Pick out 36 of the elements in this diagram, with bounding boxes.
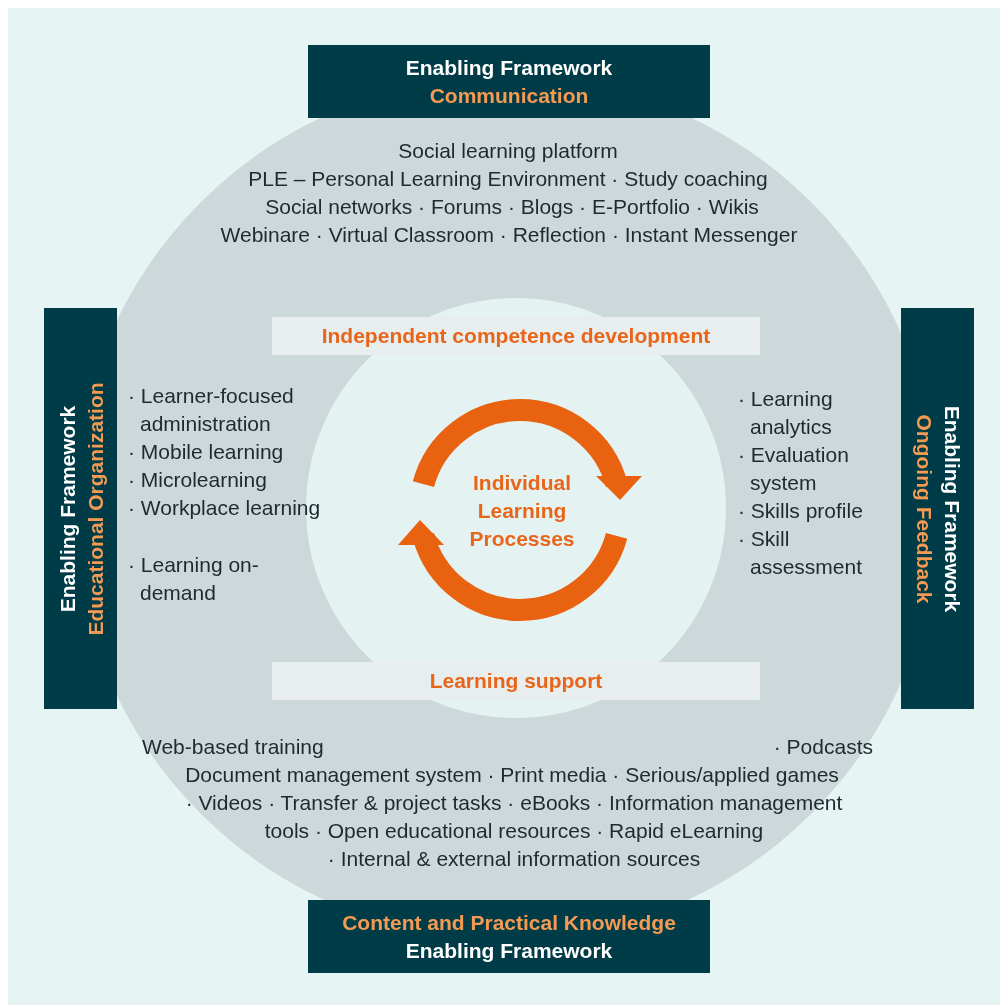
- text-line: · Internal & external information sources: [327, 846, 701, 872]
- box-subheading: Communication: [429, 82, 589, 109]
- text-line: · Videos · Transfer & project tasks · eBooks · Information management: [185, 790, 843, 816]
- heading-bar: [272, 317, 760, 355]
- box-subheading: Content and Practical Knowledge: [342, 909, 676, 936]
- box-heading: Enabling Framework: [53, 405, 80, 612]
- text-line: Social learning platform: [398, 138, 618, 164]
- framework-box: [901, 308, 974, 709]
- text-line: tools · Open educational resources · Rapid eLearning: [264, 818, 764, 844]
- heading-bar: [272, 662, 760, 700]
- text-line: · Podcasts: [773, 734, 873, 760]
- box-heading: Enabling Framework: [405, 937, 613, 964]
- text-line: Document management system · Print media · Serious/applied games: [185, 762, 839, 788]
- box-heading: Enabling Framework: [939, 405, 965, 612]
- list-item: · Learning analytics: [738, 386, 834, 440]
- bar-heading: Independent competence development: [321, 323, 711, 349]
- box-heading: Enabling Framework: [405, 54, 613, 81]
- text-line: Web-based training: [142, 734, 324, 760]
- list-item: · Learning on-demand: [128, 552, 260, 606]
- bar-heading: Learning support: [429, 668, 603, 694]
- list-item: · Learner-focused administration: [128, 383, 295, 437]
- framework-box: [44, 308, 117, 709]
- framework-box: [308, 900, 710, 973]
- text-line: Social networks · Forums · Blogs · E-Portfolio · Wikis: [265, 194, 759, 220]
- box-subheading: Educational Organization: [81, 381, 108, 636]
- list-item: · Mobile learning: [128, 439, 285, 465]
- list-item: · Evaluation system: [738, 442, 850, 496]
- center-label: Individual Learning Processes: [468, 470, 576, 552]
- list-item: · Skill assessment: [738, 526, 864, 580]
- box-subheading: Ongoing Feedback: [911, 414, 937, 603]
- list-item: · Microlearning: [128, 467, 268, 493]
- text-line: Webinare · Virtual Classroom · Reflection · Instant Messenger: [220, 222, 798, 248]
- list-item: · Workplace learning: [128, 495, 322, 521]
- text-line: PLE – Personal Learning Environment · Study coaching: [248, 166, 768, 192]
- framework-box: [308, 45, 710, 118]
- list-item: · Skills profile: [738, 498, 864, 524]
